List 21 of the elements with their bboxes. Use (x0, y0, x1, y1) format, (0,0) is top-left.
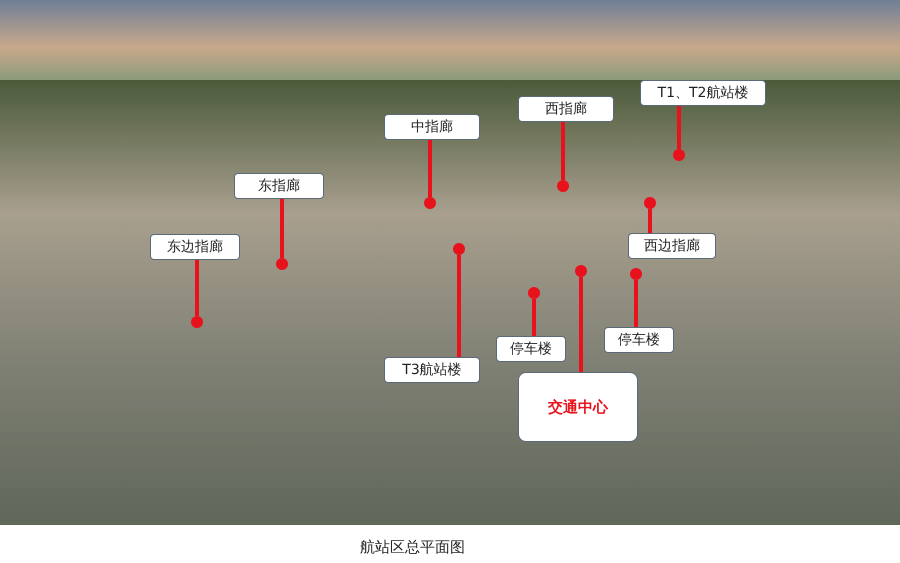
callout-label: T1、T2航站楼 (640, 80, 766, 106)
callout-label: 西指廊 (518, 96, 614, 122)
leader-line (428, 140, 432, 197)
leader-line (195, 260, 199, 316)
callout-label: 西边指廊 (628, 233, 716, 259)
leader-line (634, 280, 638, 327)
leader-line (280, 199, 284, 258)
callout-label: 停车楼 (604, 327, 674, 353)
leader-line (532, 299, 536, 336)
callout-label: T3航站楼 (384, 357, 480, 383)
leader-line (457, 255, 461, 357)
leader-line (677, 106, 681, 149)
caption: 航站区总平面图 (360, 538, 465, 557)
callout-label: 东指廊 (234, 173, 324, 199)
leader-line (648, 209, 652, 233)
callout-label: 东边指廊 (150, 234, 240, 260)
callout-label: 中指廊 (384, 114, 480, 140)
callout-label: 交通中心 (518, 372, 638, 442)
callout-label: 停车楼 (496, 336, 566, 362)
leader-line (579, 277, 583, 372)
leader-line (561, 122, 565, 180)
